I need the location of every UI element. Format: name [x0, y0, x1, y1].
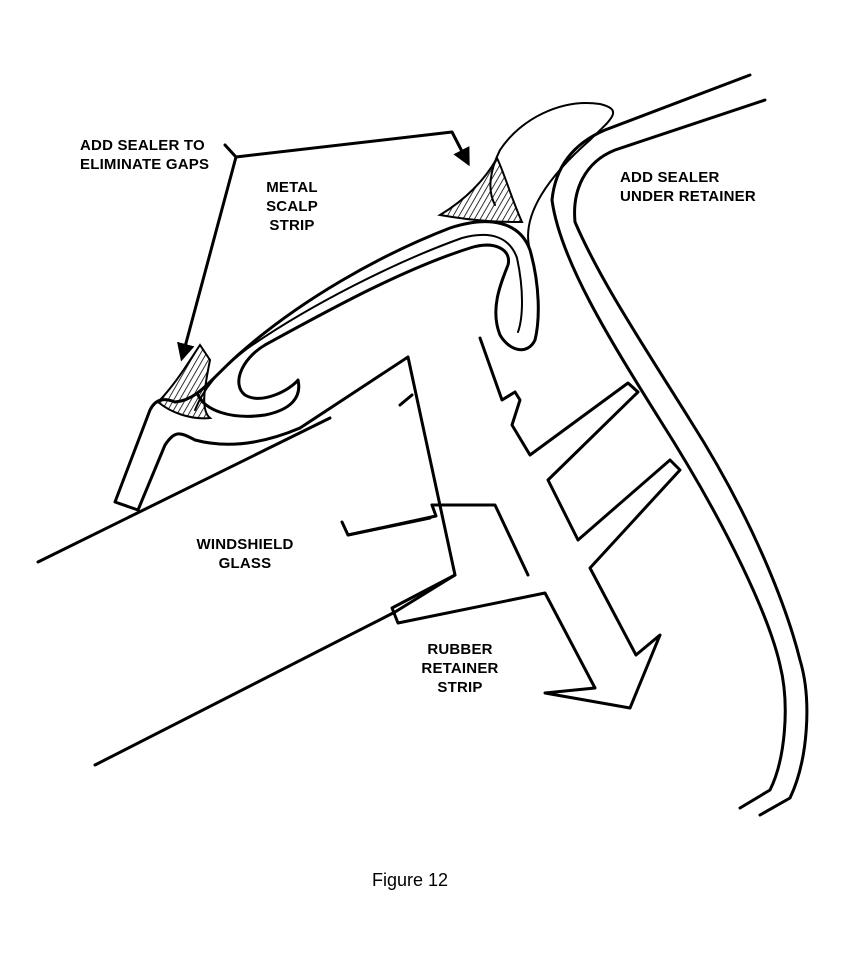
label-line: GLASS	[218, 555, 272, 572]
label-line: ADD SEALER TO	[80, 137, 205, 154]
label-line: RETAINER	[421, 660, 499, 677]
label-add-sealer-retainer: ADD SEALER UNDER RETAINER	[620, 168, 756, 206]
figure-caption: Figure 12	[372, 870, 449, 890]
windshield-glass	[36, 416, 397, 767]
label-line: SCALP	[266, 198, 318, 215]
label-line: STRIP	[437, 679, 483, 696]
label-line: UNDER RETAINER	[620, 188, 756, 205]
metal-scalp-strip	[173, 102, 614, 418]
label-metal-scalp-strip: METAL SCALP STRIP	[252, 178, 332, 235]
label-add-sealer-gaps: ADD SEALER TO ELIMINATE GAPS	[80, 136, 209, 174]
leader-lines	[177, 130, 470, 362]
sealer-areas	[156, 155, 524, 420]
label-line: METAL	[266, 179, 318, 196]
label-line: ELIMINATE GAPS	[80, 156, 210, 173]
body-panel	[550, 73, 809, 817]
label-windshield-glass: WINDSHIELD GLASS	[190, 535, 300, 573]
label-line: STRIP	[269, 217, 315, 234]
label-line: WINDSHIELD	[196, 536, 294, 553]
label-line: ADD SEALER	[620, 169, 720, 186]
label-line: RUBBER	[427, 641, 493, 658]
label-rubber-retainer-strip: RUBBER RETAINER STRIP	[410, 640, 510, 697]
